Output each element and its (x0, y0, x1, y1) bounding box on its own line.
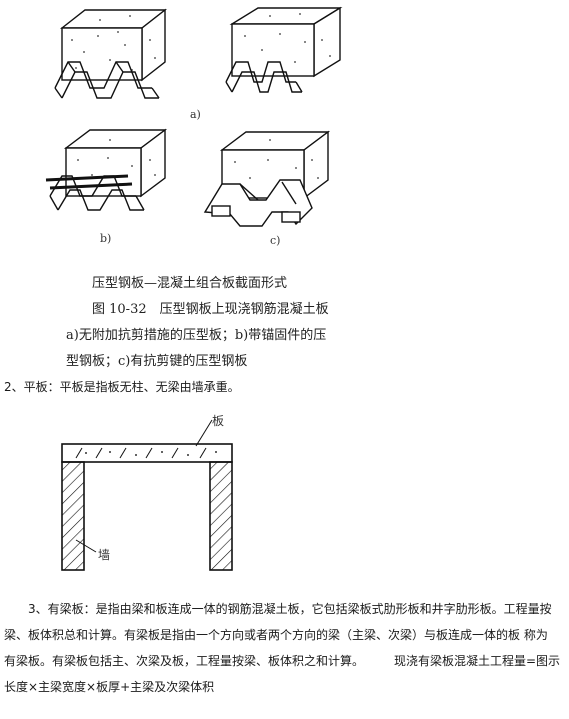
section-2-text: 2、平板：平板是指板无柱、无梁由墙承重。 (4, 380, 240, 394)
figure-caption-title: 压型钢板—混凝土组合板截面形式 (92, 276, 288, 291)
section-3-line-1: 3、有梁板：是指由梁和板连成一体的钢筋混凝土板，它包括梁板式肋形板和井字肋形板。… (4, 602, 552, 616)
section-3-line-4: 长度×主梁宽度×板厚+主梁及次梁体积 (4, 680, 215, 694)
figure-caption-description-1: a)无附加抗剪措施的压型板；b)带锚固件的压 (66, 328, 327, 343)
wall-label: 墙 (98, 548, 111, 562)
figure-b-label: b) (100, 232, 112, 245)
section-3-line-2: 梁、板体积总和计算。有梁板是指由一个方向或者两个方向的梁（主梁、次梁）与板连成一… (4, 628, 548, 642)
figure-caption-number: 图 10-32 压型钢板上现浇钢筋混凝土板 (92, 302, 329, 317)
figure-c-label: c) (270, 234, 281, 247)
slab-label: 板 (212, 414, 225, 428)
figure-a-label: a) (190, 108, 201, 121)
figure-caption-description-2: 型钢板；c)有抗剪键的压型钢板 (66, 354, 248, 369)
section-3-line-3: 有梁板。有梁板包括主、次梁及板，工程量按梁、板体积之和计算。 现浇有梁板混凝土工… (4, 654, 561, 668)
